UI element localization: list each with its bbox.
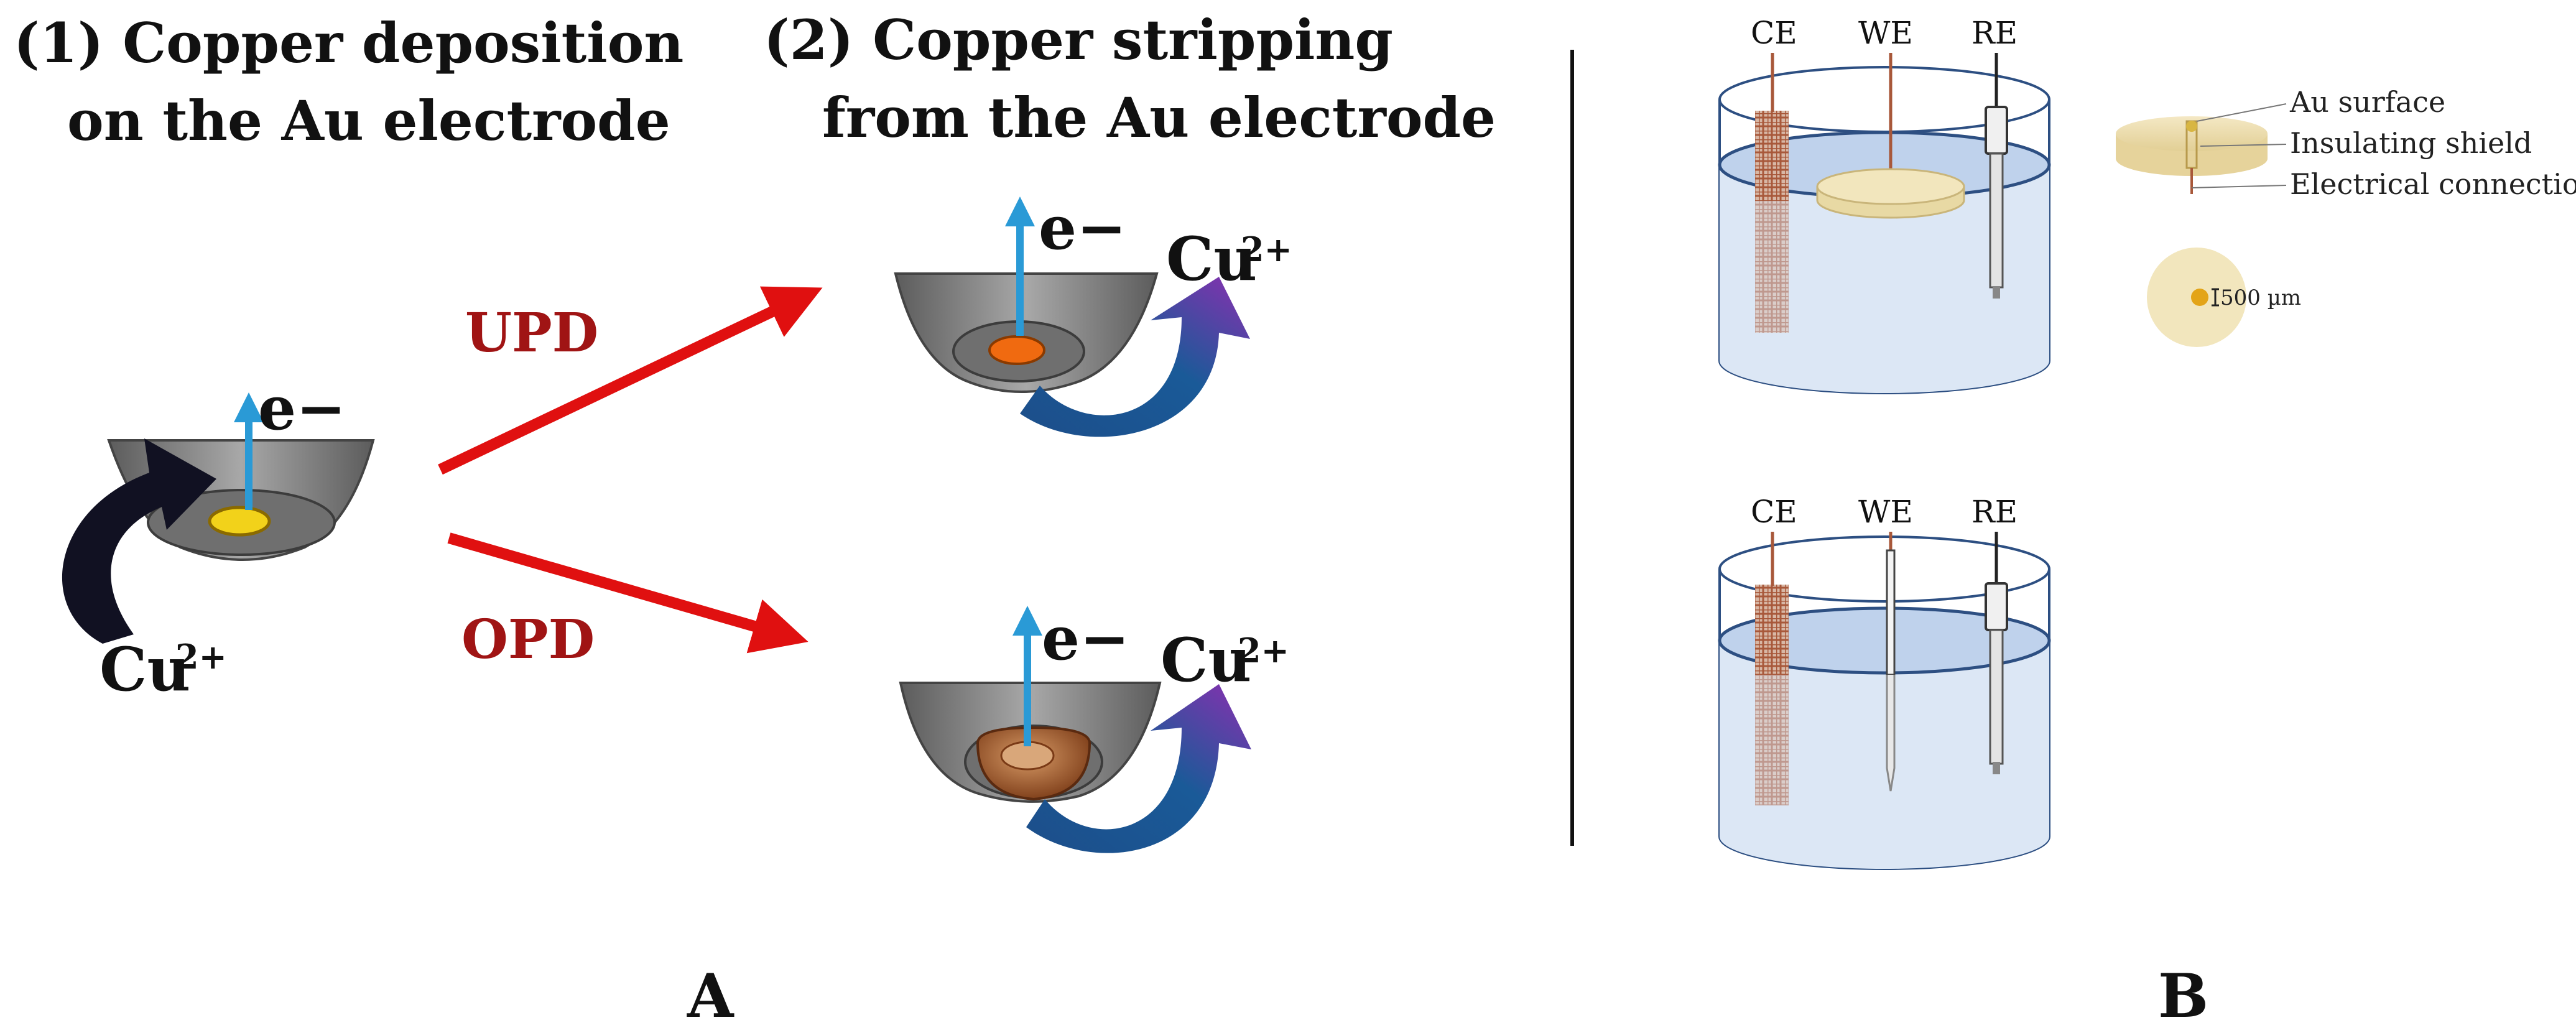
upd-electrode (894, 272, 1159, 393)
opd-arrow (447, 532, 808, 654)
cu-ion-label-2: Cu (1166, 224, 1257, 294)
ce-label-bottom: CE (1751, 494, 1797, 530)
ce-mesh-bottom-above (1755, 585, 1789, 675)
ce-mesh-bottom-submerged (1755, 675, 1789, 805)
ce-mesh-top-above (1755, 111, 1789, 201)
upd-stripping-arrow (1020, 277, 1250, 437)
gold-disk (208, 506, 271, 537)
step2-title-line2: from the Au electrode (822, 85, 1496, 150)
opd-label: OPD (461, 608, 595, 671)
cu-charge-1: 2+ (175, 637, 227, 677)
panel-a: (1) Copper deposition on the Au electrod… (14, 7, 1496, 1031)
step2-title-line1: (2) Copper stripping (764, 7, 1393, 72)
step1-title-line2: on the Au electrode (67, 88, 670, 153)
upd-copper-layer (988, 335, 1045, 365)
panel-b-letter: B (2158, 961, 2208, 1031)
we-disk-electrode (1816, 168, 1965, 205)
we-label-bottom: WE (1858, 494, 1913, 530)
panel-a-letter: A (687, 961, 734, 1031)
deposition-arrow (62, 438, 216, 644)
upd-label: UPD (465, 302, 598, 364)
panel-b: CE WE RE Au surface Insulating shield El… (1718, 15, 2576, 1031)
electron-label-1: e− (258, 373, 346, 443)
we-label-top: WE (1858, 15, 1913, 51)
step1-title-line1: (1) Copper deposition (14, 11, 683, 75)
electrical-connection-label: Electrical connection (2290, 167, 2576, 201)
re-electrode-top (1985, 106, 2008, 155)
top-cell: CE WE RE (1718, 15, 2051, 394)
au-surface-label: Au surface (2289, 85, 2445, 119)
insulating-shield-label: Insulating shield (2290, 126, 2532, 160)
ce-mesh-top-submerged (1755, 201, 1789, 333)
we-needle-electrode (1886, 549, 1896, 676)
electron-label-3: e− (1042, 603, 1130, 674)
bottom-cell: CE WE RE (1718, 494, 2051, 870)
electron-label-2: e− (1039, 193, 1127, 263)
cu-ion-label-1: Cu (100, 634, 190, 705)
re-electrode-bottom (1985, 582, 2008, 631)
re-label-bottom: RE (1971, 494, 2018, 530)
opd-stripping-arrow (1026, 684, 1251, 853)
cu-ion-label-3: Cu (1161, 625, 1251, 695)
scale-bar-label: 500 µm (2220, 285, 2301, 310)
cu-charge-2: 2+ (1241, 229, 1292, 269)
cu-charge-3: 2+ (1238, 631, 1289, 670)
electrode-inset: Au surface Insulating shield Electrical … (2116, 85, 2576, 347)
upd-arrow (438, 286, 823, 475)
ce-label-top: CE (1751, 15, 1797, 51)
re-label-top: RE (1971, 15, 2018, 51)
